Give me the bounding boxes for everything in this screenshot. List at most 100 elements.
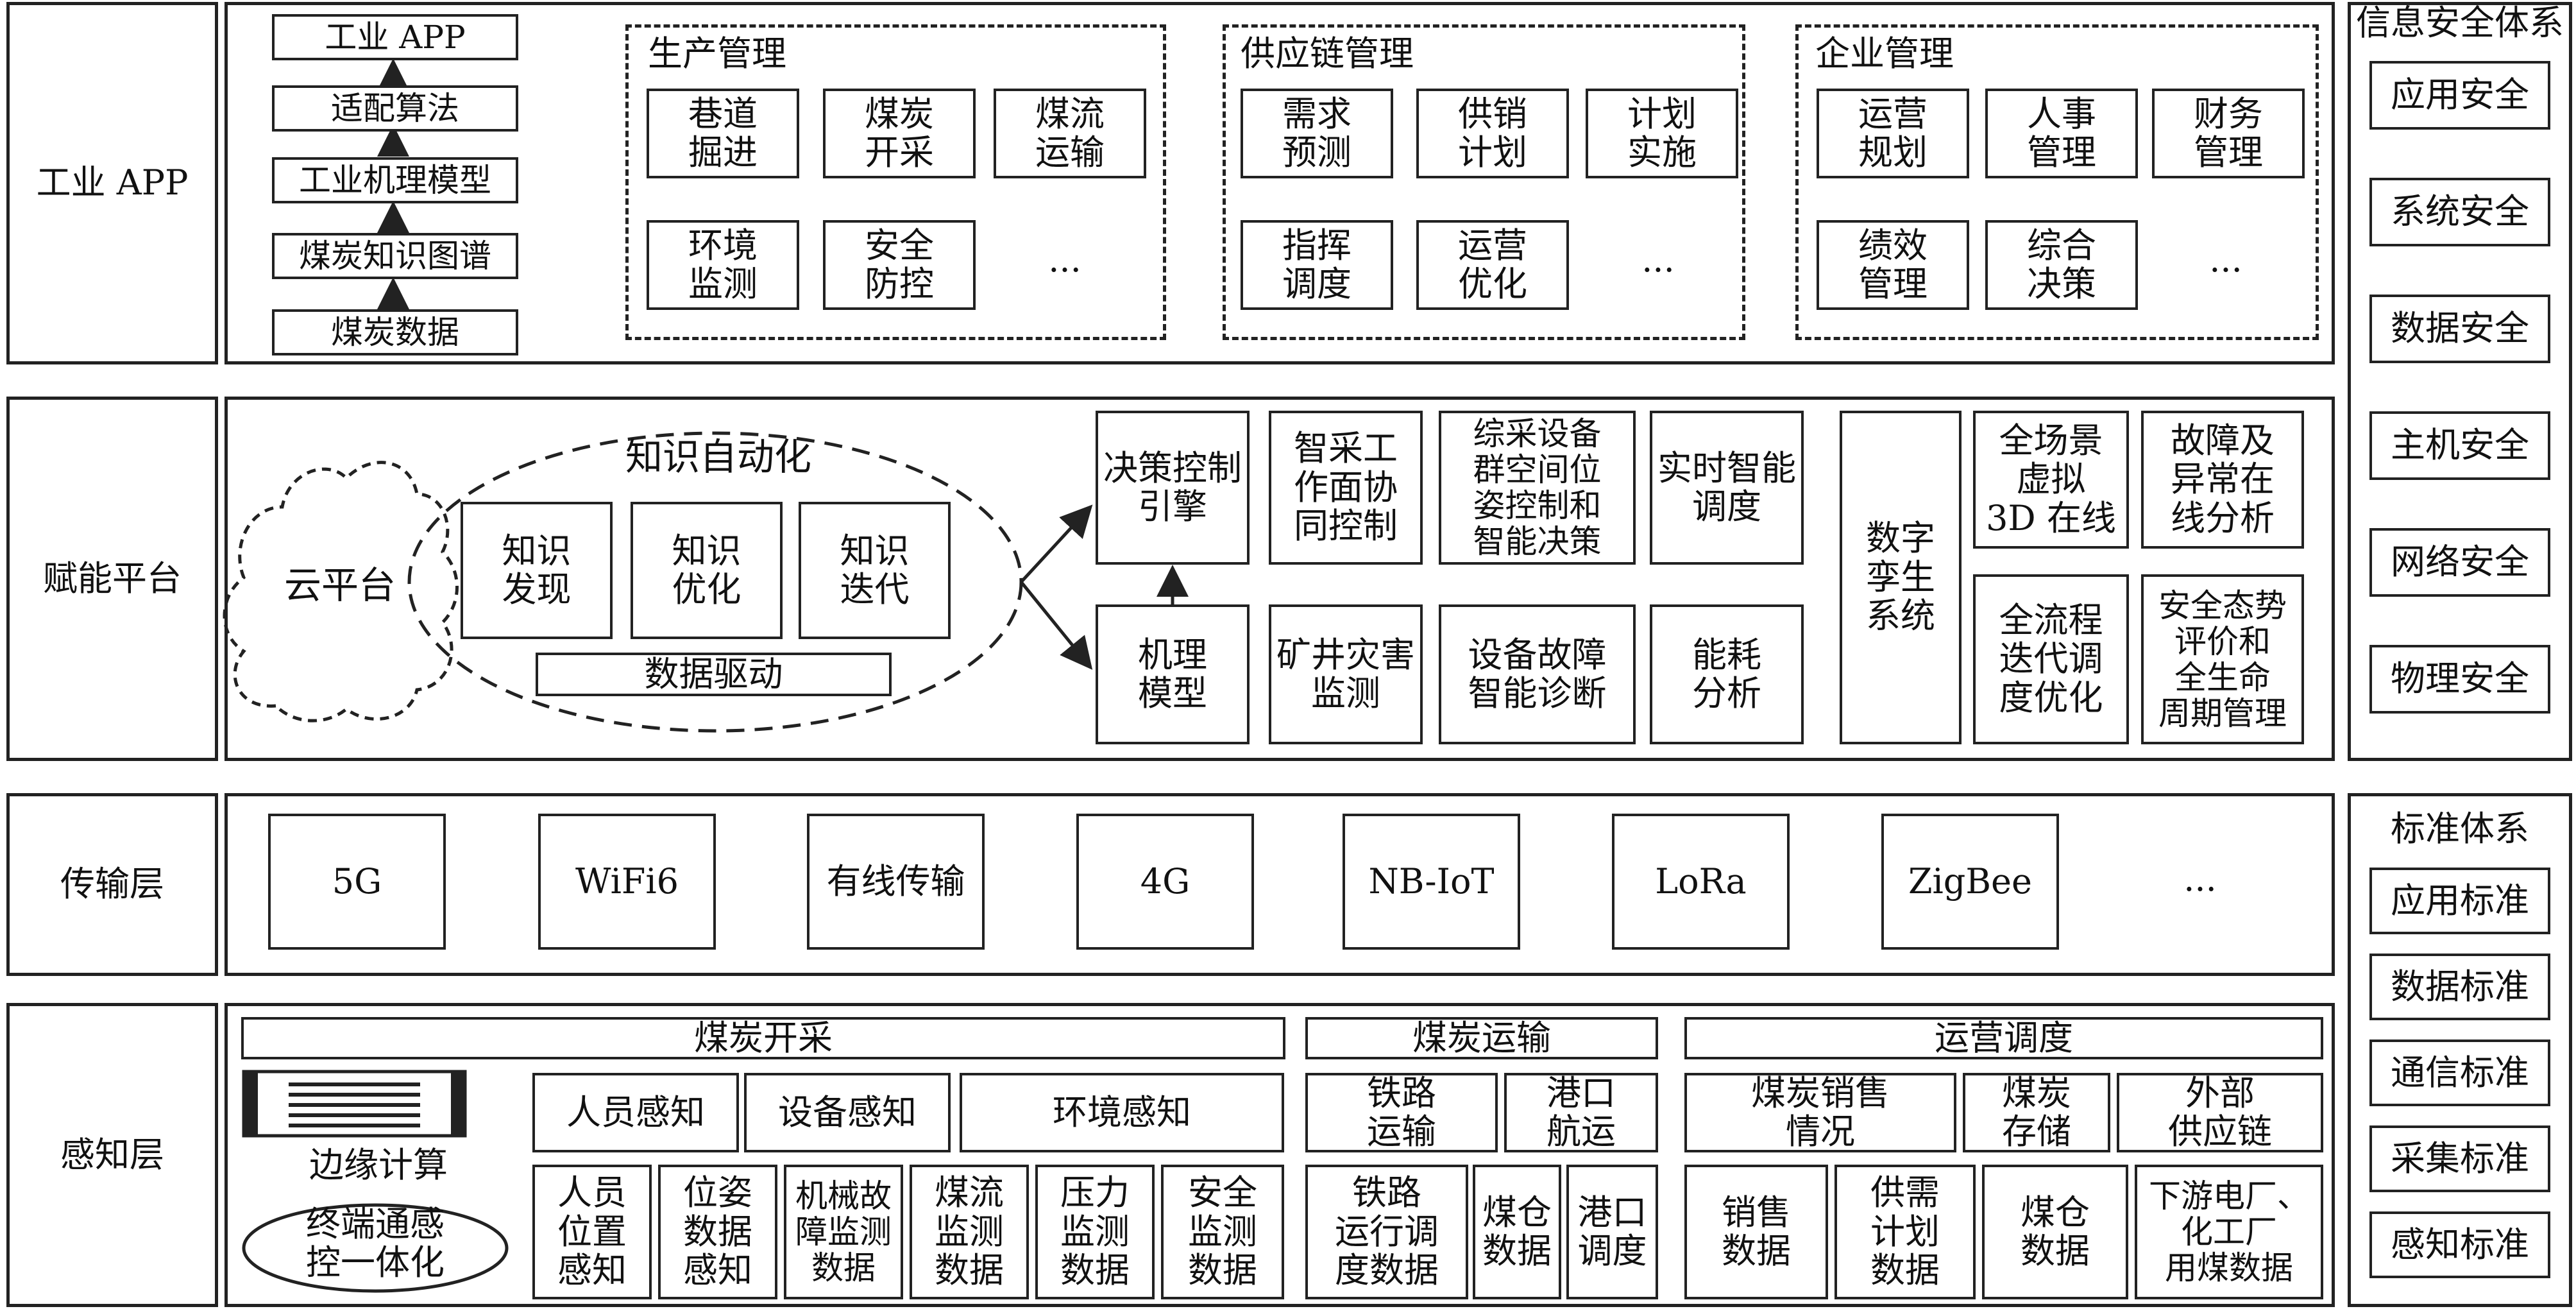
transport-wired: 有线传输 [807, 814, 985, 950]
app-box-label: 计划 实施 [1627, 93, 1697, 173]
app-box-label: 财务 管理 [2194, 93, 2263, 173]
platform-app-label: 综采设备 群空间位 姿控制和 智能决策 [1473, 415, 1602, 560]
app-box: 巷道 掘进 [647, 89, 799, 178]
app-box-label: 巷道 掘进 [688, 93, 758, 173]
app-box-label: 指挥 调度 [1282, 225, 1352, 304]
app-box-label: 供销 计划 [1458, 93, 1527, 173]
perception-category-label: 煤炭销售 情况 [1751, 1072, 1890, 1152]
perception-data-box: 供需 计划 数据 [1835, 1165, 1976, 1299]
standard-item: 应用标准 [2369, 868, 2550, 934]
group-supply-chain-title: 供应链管理 [1241, 33, 1414, 74]
transport-label: LoRa [1655, 860, 1747, 902]
perception-category: 港口 航运 [1504, 1073, 1658, 1152]
perception-data-box: 煤流 监测 数据 [910, 1165, 1029, 1299]
transport-label: 有线传输 [826, 860, 965, 902]
ellipsis-text: ... [2209, 239, 2242, 280]
app-box: 财务 管理 [2152, 89, 2305, 178]
security-item-label: 网络安全 [2391, 542, 2529, 583]
perception-data-box: 位姿 数据 感知 [658, 1165, 777, 1299]
perception-data-box: 压力 监测 数据 [1035, 1165, 1155, 1299]
stack-coal-data: 煤炭数据 [272, 309, 518, 355]
transport-5g: 5G [268, 814, 446, 950]
knowledge-box-label: 知识 优化 [672, 530, 741, 610]
layer-label-perception-text: 感知层 [60, 1134, 164, 1175]
perception-data-box: 铁路 运行调 度数据 [1305, 1165, 1468, 1299]
transport-label: 5G [332, 860, 382, 902]
security-item: 系统安全 [2369, 178, 2550, 246]
app-box-label: 环境 监测 [688, 225, 758, 304]
coal-transport-header: 煤炭运输 [1305, 1017, 1658, 1059]
perception-data-label: 下游电厂、 化工厂 用煤数据 [2149, 1177, 2309, 1287]
standard-item-label: 应用标准 [2391, 880, 2529, 921]
app-layer-frame [225, 2, 2335, 364]
layer-label-app: 工业 APP [6, 2, 218, 364]
platform-app-label: 能耗 分析 [1692, 634, 1761, 714]
operation-header: 运营调度 [1684, 1017, 2323, 1059]
transport-wifi6: WiFi6 [538, 814, 716, 950]
transport-lora: LoRa [1612, 814, 1790, 950]
layer-label-app-text: 工业 APP [36, 162, 189, 203]
edge-computing-label: 边缘计算 [309, 1145, 448, 1185]
perception-category-label: 设备感知 [778, 1091, 917, 1133]
stack-label: 煤炭知识图谱 [299, 237, 491, 275]
platform-app-box: 能耗 分析 [1650, 604, 1804, 744]
perception-category: 铁路 运输 [1305, 1073, 1498, 1152]
perception-data-label: 机械故 障监测 数据 [795, 1177, 892, 1287]
app-box-label: 综合 决策 [2027, 225, 2096, 304]
ellipsis-text: ... [2183, 859, 2217, 899]
transport-nbiot: NB-IoT [1343, 814, 1520, 950]
app-box-label: 运营 优化 [1458, 225, 1527, 304]
twin-app-box: 安全态势 评价和 全生命 周期管理 [2141, 574, 2304, 744]
perception-data-box: 港口 调度 [1566, 1165, 1658, 1299]
ellipsis-text: ... [1641, 239, 1675, 280]
app-box: 安全 防控 [823, 220, 976, 310]
transport-label: WiFi6 [575, 860, 679, 902]
group-production-title: 生产管理 [648, 33, 786, 74]
security-item-label: 数据安全 [2391, 308, 2529, 349]
perception-data-label: 销售 数据 [1722, 1192, 1791, 1271]
data-driven-box: 数据驱动 [536, 653, 892, 696]
group-supply-chain [1223, 24, 1745, 340]
app-box: 综合 决策 [1985, 220, 2138, 310]
standard-item: 通信标准 [2369, 1040, 2550, 1106]
security-item: 应用安全 [2369, 61, 2550, 130]
ellipsis-text: ... [1048, 239, 1081, 280]
perception-category: 设备感知 [744, 1073, 951, 1152]
perception-category: 人员感知 [532, 1073, 739, 1152]
perception-category: 煤炭 存储 [1963, 1073, 2110, 1152]
stack-adaptive-algorithm: 适配算法 [272, 85, 518, 132]
security-item: 网络安全 [2369, 528, 2550, 597]
twin-app-label: 全场景 虚拟 3D 在线 [1986, 420, 2116, 538]
knowledge-box-label: 知识 迭代 [840, 530, 910, 610]
layer-label-transport: 传输层 [6, 793, 218, 976]
security-item-label: 应用安全 [2391, 74, 2529, 116]
app-box-label: 煤炭 开采 [865, 93, 934, 173]
transport-label: ZigBee [1908, 860, 2032, 902]
layer-label-platform-text: 赋能平台 [43, 558, 182, 599]
app-box: 人事 管理 [1985, 89, 2138, 178]
platform-app-box: 矿井灾害 监测 [1269, 604, 1423, 744]
perception-data-box: 人员 位置 感知 [532, 1165, 652, 1299]
stack-mechanism-model: 工业机理模型 [272, 157, 518, 203]
security-system-title: 信息安全体系 [2356, 3, 2564, 43]
stack-industrial-app: 工业 APP [272, 14, 518, 60]
standard-item-label: 采集标准 [2391, 1138, 2529, 1179]
standard-item-label: 通信标准 [2391, 1052, 2529, 1093]
coal-transport-title: 煤炭运输 [1412, 1017, 1551, 1058]
app-box: 绩效 管理 [1817, 220, 1969, 310]
platform-app-box: 综采设备 群空间位 姿控制和 智能决策 [1439, 411, 1636, 565]
decision-engine-box: 决策控制 引擎 [1096, 411, 1250, 565]
perception-data-box: 下游电厂、 化工厂 用煤数据 [2135, 1165, 2323, 1299]
stack-label: 工业 APP [325, 19, 466, 56]
security-item: 数据安全 [2369, 295, 2550, 363]
twin-app-label: 故障及 异常在 线分析 [2171, 420, 2275, 538]
perception-category-label: 人员感知 [566, 1091, 705, 1133]
platform-app-box: 实时智能 调度 [1650, 411, 1804, 565]
perception-data-label: 煤仓 数据 [2021, 1192, 2090, 1271]
app-box-label: 人事 管理 [2027, 93, 2096, 173]
group-enterprise [1795, 24, 2319, 340]
app-box: 煤流 运输 [994, 89, 1146, 178]
twin-app-box: 全流程 迭代调 度优化 [1973, 574, 2129, 744]
security-item: 物理安全 [2369, 645, 2550, 714]
perception-data-label: 铁路 运行调 度数据 [1335, 1172, 1439, 1291]
